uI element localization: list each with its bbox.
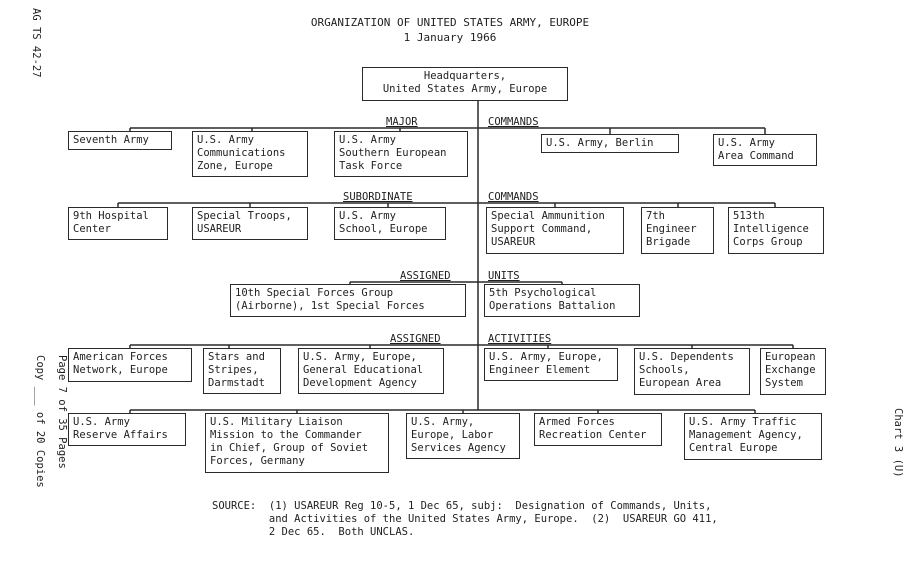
subordinate-command-box: Special Ammunition Support Command, USAR… [486,207,624,254]
assigned-activity-box: European Exchange System [760,348,826,395]
section-major-right: COMMANDS [488,116,539,128]
section-subordinate-right: COMMANDS [488,191,539,203]
assigned-activity-box: U.S. Army, Europe, General Educational D… [298,348,444,394]
major-command-box: U.S. Army Area Command [713,134,817,166]
subordinate-command-box: 9th Hospital Center [68,207,168,240]
section-assigned-units-left: ASSIGNED [400,270,451,282]
assigned-activity-box: Stars and Stripes, Darmstadt [203,348,281,394]
subordinate-command-box: 513th Intelligence Corps Group [728,207,824,254]
major-command-box: U.S. Army Southern European Task Force [334,131,468,177]
subordinate-command-box: 7th Engineer Brigade [641,207,714,254]
assigned-activity-box: U.S. Army, Europe, Engineer Element [484,348,618,381]
chart-marker: Chart 3 (U) [892,408,904,478]
major-command-box: Seventh Army [68,131,172,150]
assigned-activity-box: U.S. Military Liaison Mission to the Com… [205,413,389,473]
chart-date: 1 January 1966 [403,31,497,44]
assigned-activity-box: Armed Forces Recreation Center [534,413,662,446]
page-marker: Page 7 of 35 Pages [56,355,68,469]
section-assigned-activities-left: ASSIGNED [390,333,441,345]
section-subordinate-left: SUBORDINATE [343,191,413,203]
assigned-unit-box: 5th Psychological Operations Battalion [484,284,640,317]
assigned-activity-box: American Forces Network, Europe [68,348,192,382]
section-major-left: MAJOR [386,116,418,128]
assigned-activity-box: U.S. Dependents Schools, European Area [634,348,750,395]
section-assigned-units-right: UNITS [488,270,520,282]
assigned-unit-box: 10th Special Forces Group (Airborne), 1s… [230,284,466,317]
major-command-box: U.S. Army Communications Zone, Europe [192,131,308,177]
margin-code: AG TS 42-27 [30,8,42,78]
source-note: SOURCE: (1) USAREUR Reg 10-5, 1 Dec 65, … [212,500,718,538]
major-command-box: U.S. Army, Berlin [541,134,679,153]
chart-title: ORGANIZATION OF UNITED STATES ARMY, EURO… [310,16,590,29]
subordinate-command-box: Special Troops, USAREUR [192,207,308,240]
headquarters-box: Headquarters, United States Army, Europe [362,67,568,101]
subordinate-command-box: U.S. Army School, Europe [334,207,446,240]
assigned-activity-box: U.S. Army, Europe, Labor Services Agency [406,413,520,459]
assigned-activity-box: U.S. Army Reserve Affairs [68,413,186,446]
section-assigned-activities-right: ACTIVITIES [488,333,552,345]
assigned-activity-box: U.S. Army Traffic Management Agency, Cen… [684,413,822,460]
copy-marker: Copy ___ of 20 Copies [34,355,46,488]
